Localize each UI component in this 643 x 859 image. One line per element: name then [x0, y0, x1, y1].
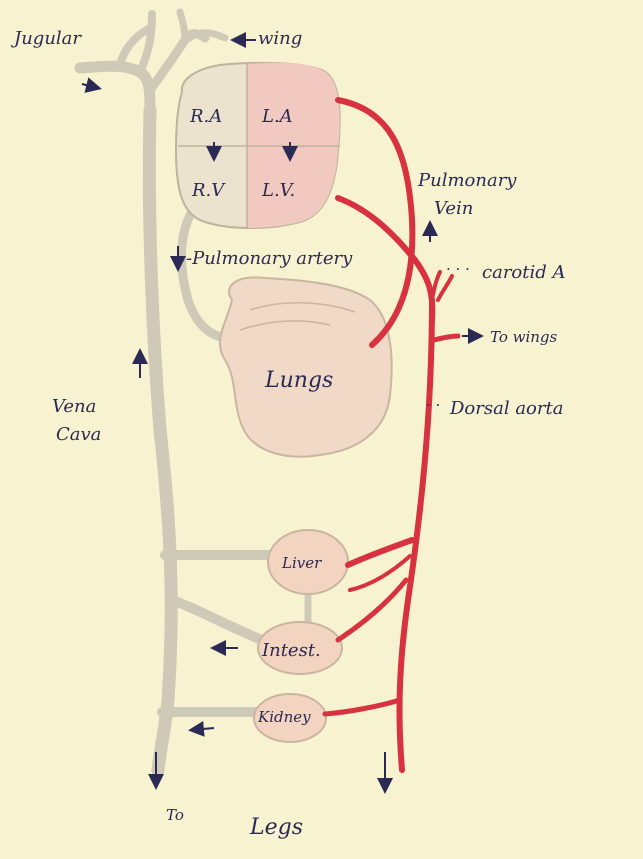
label-vena-cava-2: Cava: [56, 424, 101, 445]
label-to: To: [166, 806, 184, 824]
jugular-branch-2: [140, 14, 152, 72]
renal-artery: [325, 700, 400, 714]
kidney: Kidney: [254, 694, 326, 742]
lungs: Lungs: [220, 277, 392, 456]
carotid-artery-2: [438, 276, 452, 300]
label-dorsal-aorta: Dorsal aorta: [449, 398, 563, 419]
label-to-wings: To wings: [490, 328, 558, 346]
jugular-arrow: [82, 84, 98, 88]
label-vena-cava-1: Vena: [52, 396, 96, 417]
label-pulmonary-vein-2: Vein: [434, 198, 473, 219]
label-rv: R.V: [191, 180, 226, 201]
intestine-vein: [172, 600, 262, 640]
dorsal-aorta: [400, 300, 432, 770]
label-la: L.A: [261, 106, 293, 127]
label-pulmonary-vein-1: Pulmonary: [417, 170, 517, 191]
mesenteric-artery: [338, 580, 406, 640]
vena-cava: [149, 110, 171, 770]
label-ra: R.A: [189, 106, 222, 127]
label-carotid: carotid A: [482, 262, 566, 283]
label-dorsal-aorta-pointer: · ·: [426, 396, 440, 414]
heart: R.A L.A R.V L.V.: [176, 63, 340, 228]
label-pulmonary-artery: -Pulmonary artery: [186, 248, 353, 269]
label-kidney: Kidney: [257, 708, 311, 726]
wing-vein-branch: [180, 12, 185, 40]
liver: Liver: [268, 530, 348, 594]
kidney-vein-arrow: [192, 728, 214, 730]
intestine: Intest.: [258, 622, 342, 674]
label-lv: L.V.: [261, 180, 295, 201]
label-wing: wing: [258, 28, 302, 49]
label-intest: Intest.: [261, 640, 321, 661]
label-jugular: Jugular: [10, 28, 82, 49]
label-legs: Legs: [249, 815, 303, 840]
wing-artery: [434, 336, 458, 340]
label-liver: Liver: [281, 554, 322, 572]
label-lungs: Lungs: [264, 368, 333, 393]
label-carotid-pointer: · · ·: [446, 260, 470, 278]
